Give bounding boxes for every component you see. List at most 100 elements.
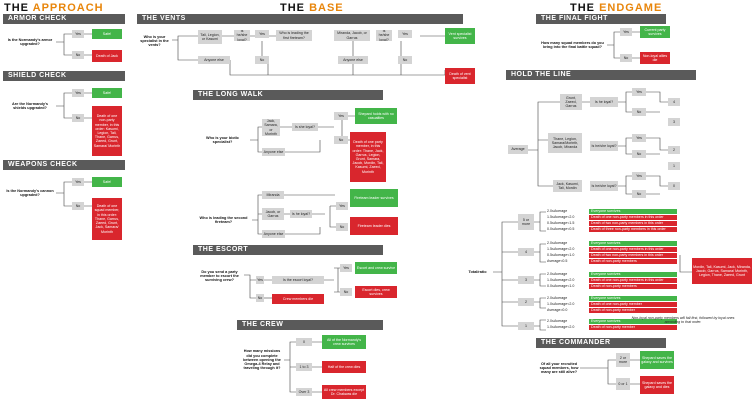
weapons-death: Death of one squad member, in this order…: [92, 198, 122, 240]
vents-option-else: Anyone else: [198, 56, 230, 64]
crew-all-survive: All of the Normandy's crew survives: [322, 335, 366, 349]
totals-group-2: 2: [518, 298, 534, 306]
hold-group-grunt: Grunt, Zaeed, Garrus: [560, 94, 582, 110]
armor-yes: Yes: [72, 30, 84, 38]
hold-no-1: No: [632, 108, 646, 116]
hold-group-jack: Jack, Kasumi, Tali, Mordin: [553, 180, 582, 192]
totals-cond-11: 0.0≤Average<1.0: [547, 284, 575, 289]
longwalk-yes: Yes: [334, 112, 348, 120]
commander-option-2-more: 2 or more: [616, 353, 630, 367]
hold-group-thane: Thane, Legion, Samara/Morinth, Jacob, Mi…: [548, 133, 582, 153]
commander-survives: Shepard saves the galaxy and survives: [640, 351, 674, 369]
totals-result-8: Death of non-party members: [589, 259, 677, 264]
weapons-no: No: [72, 202, 84, 210]
totals-cond-14: Average=0.0: [547, 308, 568, 313]
totals-group-3: 3: [518, 276, 534, 284]
totals-result-16: Death of non-party member: [589, 325, 677, 330]
hold-yes-2: Yes: [632, 134, 646, 142]
totals-cond-15: 2.0≤Average: [547, 319, 568, 324]
totals-result-10: Death of one non-party members in this o…: [589, 278, 677, 283]
escort-no-2: No: [340, 288, 352, 296]
longwalk-loyal-question-2: Is he loyal?: [290, 210, 312, 218]
longwalk-option-else: Anyone else: [262, 148, 285, 156]
commander-question: Of all your recruited squad members, how…: [539, 361, 579, 375]
hold-yes-3: Yes: [632, 172, 646, 180]
longwalk-option-biotic: Jack, Samara, or Morinth: [262, 119, 280, 136]
vents-leader-option: Miranda, Jacob, or Garrus: [334, 30, 370, 41]
crew-option-1-3: 1 to 3: [296, 363, 312, 371]
totals-cond-4: 0.0≤Average<0.5: [547, 227, 575, 232]
shield-death: Death of one non-party member, in this o…: [92, 106, 122, 156]
crew-all-but-chakwas-die: All crew members except Dr. Chakwas die: [322, 385, 366, 399]
final-no: No: [620, 54, 632, 62]
weapons-question: Is the Normandy's cannon upgraded?: [6, 188, 54, 197]
endgame-title: THE ENDGAME: [570, 2, 662, 15]
section-hold-the-line: HOLD THE LINE: [506, 70, 696, 80]
totals-cond-16: 1.0≤Average<2.0: [547, 325, 575, 330]
totals-result-15: Everyone survives: [589, 319, 677, 324]
final-survive: Current party survives: [640, 26, 670, 38]
section-weapons-check: WEAPONS CHECK: [3, 160, 125, 170]
longwalk-yes-2: Yes: [336, 202, 348, 210]
hold-no-2: No: [632, 150, 646, 158]
longwalk-option-jacob: Jacob, or Garrus: [262, 208, 284, 220]
totals-result-7: Death of two non-party members in this o…: [589, 253, 677, 258]
base-title-word: BASE: [309, 2, 344, 14]
totals-label: Total/ratio: [468, 269, 487, 274]
final-death: Non-loyal allies die: [640, 52, 670, 64]
totals-group-5: 5 or more: [518, 214, 534, 230]
armor-question: Is the Normandy's armor upgraded?: [7, 37, 53, 46]
vents-no-2: No: [398, 56, 412, 64]
longwalk-death: Death of one party member, in this order…: [350, 132, 386, 182]
section-armor-check: ARMOR CHECK: [3, 14, 125, 24]
vents-loyal-question: Is he/she loyal?: [234, 30, 250, 41]
escort-both-survive: Escort and crew survive: [355, 262, 397, 274]
totals-result-6: Death of one non-party members in this o…: [589, 247, 677, 252]
totals-cond-6: 1.5≤Average<2.0: [547, 247, 575, 252]
approach-title-the: THE: [4, 2, 29, 14]
hold-no-3: No: [632, 190, 646, 198]
totals-note: Non-loyal non-party members will fall fi…: [631, 315, 735, 324]
weapons-safe: Safe!: [92, 177, 122, 187]
totals-cond-7: 0.5≤Average<1.0: [547, 253, 575, 258]
longwalk-option-else-2: Anyone else: [262, 230, 285, 238]
hold-loyal-2: Is he/she loyal?: [590, 141, 618, 151]
totals-death-order: Mordin, Tali, Kasumi, Jack, Miranda, Jac…: [692, 258, 752, 284]
hold-score-4: 4: [668, 98, 680, 106]
base-title-the: THE: [280, 2, 305, 14]
totals-result-1: Everyone survives: [589, 209, 677, 214]
totals-result-2: Death of one non-party members in this o…: [589, 215, 677, 220]
vents-no-1: No: [255, 56, 269, 64]
crew-option-over-3: Over 3: [296, 388, 312, 396]
shield-question: Are the Normandy's shields upgraded?: [12, 101, 48, 110]
final-question: How many squad members do you bring into…: [541, 40, 604, 49]
vents-leader-else: Anyone else: [338, 56, 368, 64]
vents-survive: Vent specialist survives: [445, 28, 475, 44]
shield-no: No: [72, 114, 84, 122]
shield-yes: Yes: [72, 89, 84, 97]
section-the-commander: THE COMMANDER: [536, 338, 666, 348]
longwalk-survive: Shepard holds with no casualties: [355, 108, 397, 124]
hold-score-3: 3: [668, 118, 680, 126]
hold-average: Average: [508, 145, 528, 154]
section-the-crew: THE CREW: [237, 320, 383, 330]
escort-loyal-question: Is the escort loyal?: [272, 276, 324, 284]
vents-death: Death of vent specialist: [445, 68, 475, 84]
totals-result-14: Death of non-party member: [589, 308, 677, 313]
vents-option-tech: Tali, Legion, or Kasumi: [198, 30, 222, 44]
totals-group-1: 1: [518, 322, 534, 330]
hold-loyal-1: Is he loyal?: [590, 97, 618, 107]
section-the-vents: THE VENTS: [137, 14, 463, 24]
section-the-escort: THE ESCORT: [193, 245, 383, 255]
totals-result-3: Death of two non-party members in this o…: [589, 221, 677, 226]
section-the-long-walk: THE LONG WALK: [193, 90, 383, 100]
hold-score-0: 0: [668, 182, 680, 190]
totals-cond-12: 2.0≤Average: [547, 296, 568, 301]
longwalk-no: No: [334, 136, 348, 144]
approach-title-word: APPROACH: [32, 2, 104, 14]
totals-cond-1: 2.0≤Average: [547, 209, 568, 214]
commander-dies: Shepard saves the galaxy and dies: [640, 376, 674, 394]
vents-yes-2: Yes: [398, 30, 412, 38]
vents-leader-question: Who is leading the first fireteam?: [276, 30, 312, 41]
totals-cond-3: 0.5≤Average<1.5: [547, 221, 575, 226]
